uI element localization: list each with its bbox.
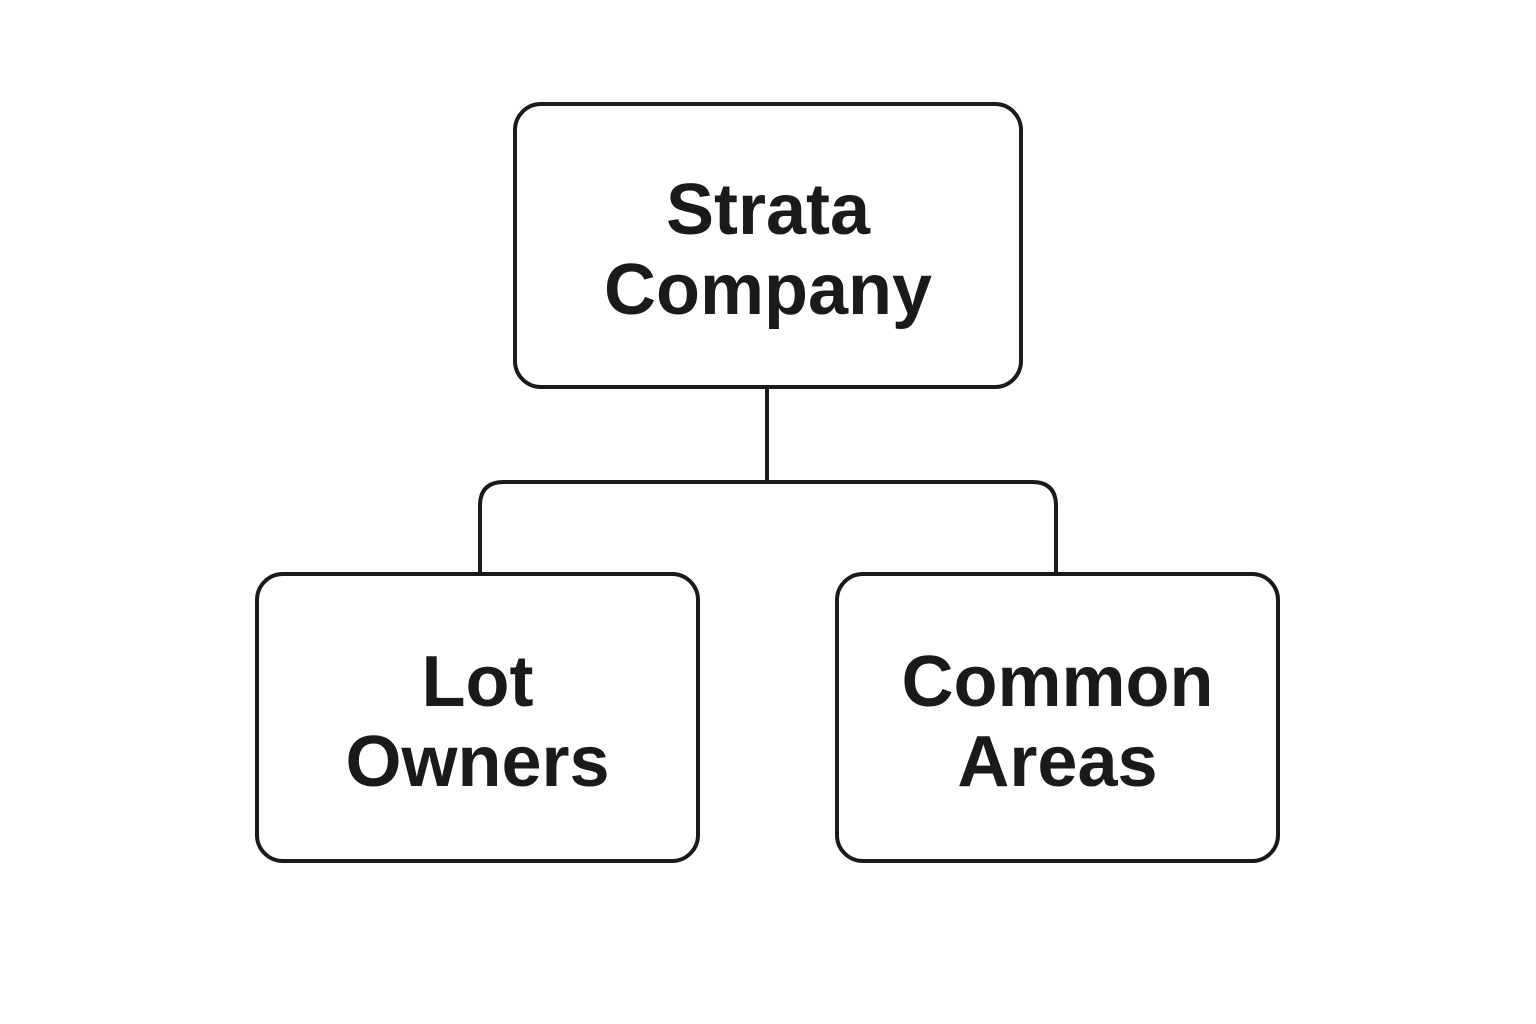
node-strata-company-label: Strata Company [604,170,932,330]
node-lot-owners-line-1: Lot [421,641,534,722]
node-common-areas-line-2: Areas [957,721,1158,802]
node-strata-company-line-2: Company [603,249,933,330]
node-lot-owners: Lot Owners [255,572,700,863]
node-strata-company: Strata Company [513,102,1023,389]
node-common-areas-label: Common Areas [902,642,1214,802]
node-lot-owners-label: Lot Owners [345,642,609,802]
node-strata-company-line-1: Strata [665,169,871,250]
node-common-areas: Common Areas [835,572,1280,863]
node-common-areas-line-1: Common [901,641,1214,722]
connector-branch-bracket [478,480,1058,572]
node-lot-owners-line-2: Owners [345,721,610,802]
